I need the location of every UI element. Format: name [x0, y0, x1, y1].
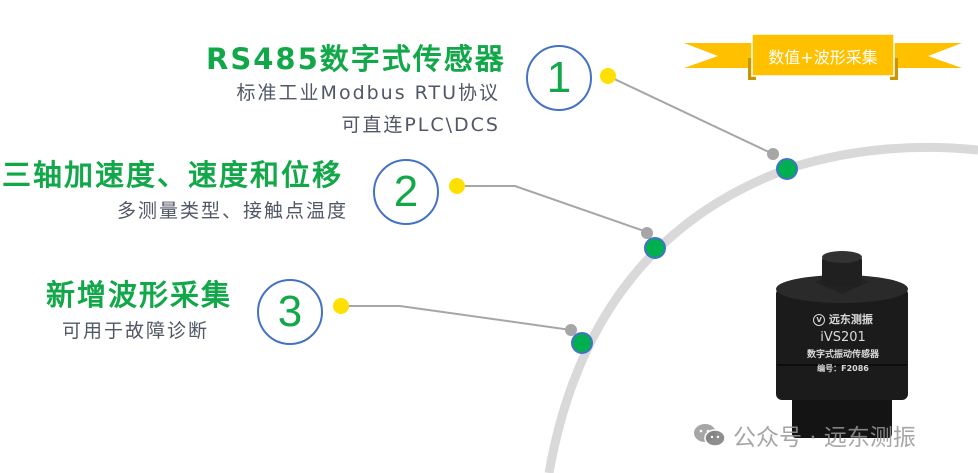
connector-dot-gray-1: [767, 148, 779, 160]
arc-node-1: [776, 158, 798, 180]
connector-dot-gray-3: [565, 324, 577, 336]
ribbon-banner: [684, 33, 962, 80]
sensor-connector-top: [822, 251, 862, 263]
feature-3-subtitle-line-1: 可用于故障诊断: [62, 320, 210, 342]
feature-3-title: 新增波形采集: [46, 278, 233, 312]
feature-1-title: RS485数字式传感器: [206, 42, 506, 76]
sensor-base: [792, 390, 892, 438]
watermark: 公众号 · 远东测振: [693, 418, 916, 452]
brand-logo-icon: V: [813, 314, 826, 326]
ribbon-center: [751, 33, 895, 77]
ribbon-left-tail: [684, 43, 752, 68]
arc-node-3: [571, 332, 593, 354]
connector-line-2: [457, 185, 648, 233]
arc-node-2: [644, 237, 666, 259]
ribbon-banner-text: 数值+波形采集: [768, 48, 878, 67]
feature-3-number-badge: 3: [257, 279, 323, 345]
feature-1-number-badge: 1: [526, 45, 592, 111]
sensor-serial-label: 编号：F2086: [817, 364, 869, 373]
ribbon-right-tail: [894, 43, 962, 68]
sensor-name-label: 数字式振动传感器: [806, 350, 879, 360]
feature-2-subtitle-line-1: 多测量类型、接触点温度: [116, 200, 348, 222]
feature-1-subtitle-line-1: 标准工业Modbus RTU协议: [236, 82, 500, 104]
sensor-body: [776, 288, 908, 400]
connector-line-1: [607, 75, 774, 155]
timeline-arc: [544, 142, 978, 473]
feature-2-number-badge: 2: [373, 159, 439, 225]
sensor-product-image: [776, 251, 908, 438]
connector-dot-yellow-3: [333, 298, 349, 314]
watermark-text: 公众号 · 远东测振: [733, 425, 916, 451]
feature-1-subtitle-line-2: 可直连PLC\DCS: [341, 114, 500, 136]
sensor-brand-label: V 远东测振: [776, 311, 910, 327]
feature-2-title: 三轴加速度、速度和位移: [2, 158, 344, 192]
sensor-connector: [822, 256, 862, 286]
connector-line-3: [341, 305, 572, 331]
connector-dot-yellow-2: [449, 178, 465, 194]
wechat-icon: [694, 424, 726, 447]
sensor-model-label: iVS201: [820, 330, 866, 345]
connector-dot-yellow-1: [600, 68, 616, 84]
connector-dot-gray-2: [641, 227, 653, 239]
